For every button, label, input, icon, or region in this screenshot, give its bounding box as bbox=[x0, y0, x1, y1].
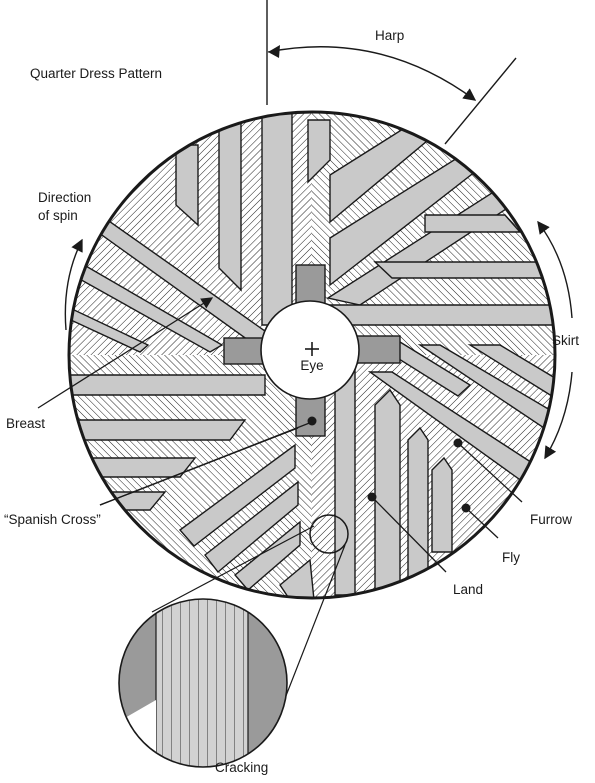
cross-arm-right bbox=[351, 335, 401, 364]
land bbox=[178, 443, 296, 547]
land bbox=[218, 114, 242, 292]
eye bbox=[260, 300, 360, 400]
land bbox=[69, 257, 224, 353]
breast-leader bbox=[37, 297, 214, 409]
skirt-arrow-down bbox=[544, 371, 573, 460]
furrow-group-top-right bbox=[307, 112, 555, 326]
land bbox=[204, 480, 299, 574]
cross-arm-bottom bbox=[295, 391, 326, 437]
land bbox=[373, 261, 555, 279]
breast-label: Breast bbox=[6, 416, 45, 431]
furrow-group-top-left-diagonal bbox=[69, 194, 273, 353]
land bbox=[279, 558, 315, 598]
harp-line-angled bbox=[444, 57, 517, 145]
fly-label: Fly bbox=[502, 550, 520, 565]
land bbox=[261, 112, 293, 326]
land bbox=[334, 367, 356, 596]
furrow-label: Furrow bbox=[530, 512, 572, 527]
magnifier-leader-left bbox=[151, 525, 315, 613]
land bbox=[374, 388, 401, 598]
magnifier-leader-right bbox=[281, 544, 346, 707]
eye-label: Eye bbox=[300, 358, 323, 373]
furrow-group-bottom-right bbox=[334, 341, 555, 598]
land bbox=[69, 374, 266, 396]
magnifier-rim bbox=[118, 598, 288, 768]
land bbox=[407, 426, 429, 586]
skirt-arrow-up bbox=[537, 220, 573, 319]
spanish-cross-leader-2 bbox=[99, 421, 313, 506]
skirt-label: Skirt bbox=[552, 333, 579, 348]
land bbox=[69, 419, 247, 441]
direction-label-line2: of spin bbox=[38, 208, 78, 223]
cracking-label: Cracking bbox=[215, 760, 268, 775]
land bbox=[233, 520, 301, 591]
direction-label-line1: Direction bbox=[38, 190, 91, 205]
land bbox=[467, 344, 555, 400]
land-leader bbox=[371, 496, 447, 573]
direction-of-spin-arrow bbox=[64, 238, 83, 331]
furrow-leader bbox=[457, 442, 523, 503]
land bbox=[326, 304, 555, 326]
land bbox=[424, 214, 522, 233]
harp-indicator bbox=[266, 0, 517, 145]
magnifier-right-furrow bbox=[248, 599, 287, 767]
land bbox=[307, 119, 331, 184]
harp-arrowhead-left bbox=[268, 45, 280, 58]
spanish-cross-label: “Spanish Cross” bbox=[4, 512, 101, 527]
diagram-title: Quarter Dress Pattern bbox=[30, 66, 162, 81]
land bbox=[69, 307, 150, 353]
cracking-detail-marker bbox=[309, 514, 349, 554]
stone-rim bbox=[67, 110, 557, 600]
furrow-group-bottom-left bbox=[69, 419, 315, 598]
land bbox=[431, 456, 453, 553]
spanish-cross-dot bbox=[307, 416, 317, 426]
land-label: Land bbox=[453, 582, 483, 597]
harp-arc-arrow bbox=[267, 46, 477, 101]
fly-leader bbox=[465, 507, 499, 539]
harp-label: Harp bbox=[375, 28, 404, 43]
